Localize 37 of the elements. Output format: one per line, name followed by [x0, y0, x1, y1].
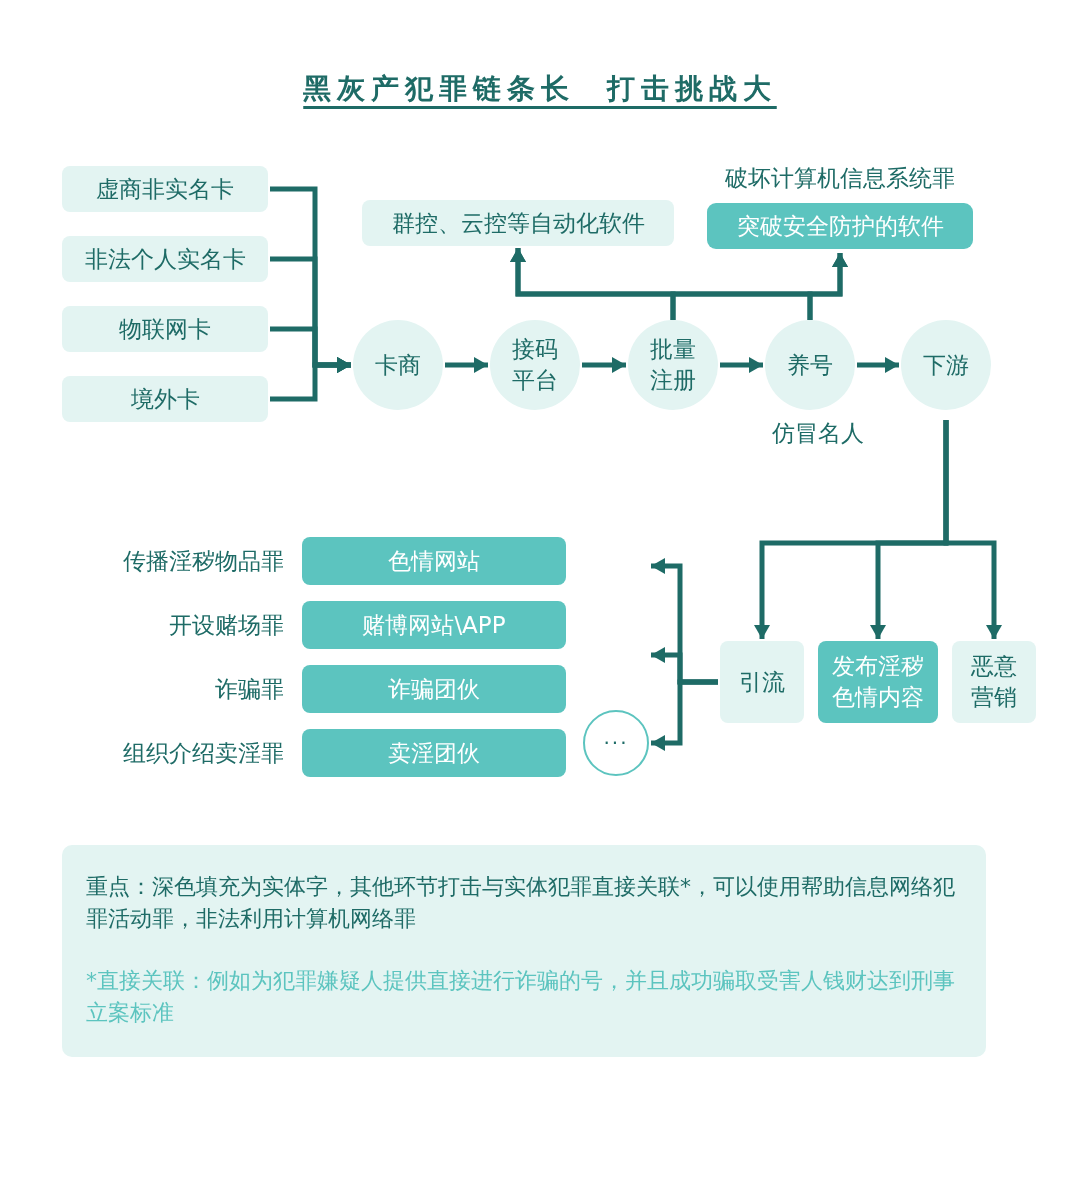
arrow	[445, 357, 488, 373]
arrow	[720, 357, 763, 373]
more-circle: ···	[583, 710, 649, 776]
arrow	[943, 420, 1002, 639]
stage-circle: 接码平台	[490, 320, 580, 410]
stage-circle: 养号	[765, 320, 855, 410]
arrow	[857, 357, 899, 373]
arrow	[270, 357, 351, 402]
highlight-box: 突破安全防护的软件	[707, 203, 973, 249]
highlight-box: 诈骗团伙	[302, 665, 566, 713]
highlight-box: 赌博网站\APP	[302, 601, 566, 649]
crime-label: 组织介绍卖淫罪	[122, 738, 284, 768]
arrow	[651, 679, 718, 751]
stage-circle: 批量注册	[628, 320, 718, 410]
footnote-text: *直接关联：例如为犯罪嫌疑人提供直接进行诈骗的号，并且成功骗取受害人钱财达到刑事立案标准	[86, 967, 956, 1027]
note-panel	[62, 845, 986, 1057]
highlight-box: 色情网站	[302, 537, 566, 585]
label-box: 引流	[720, 641, 804, 723]
label-box: 境外卡	[62, 376, 268, 422]
title: 黑灰产犯罪链条长 打击挑战大	[302, 71, 778, 107]
stage-circle: 下游	[901, 320, 991, 410]
arrow	[807, 253, 848, 320]
note-text: 重点：深色填充为实体字，其他环节打击与实体犯罪直接关联*，可以使用帮助信息网络犯罪活动罪，非法利用计算机网络罪	[86, 873, 956, 933]
crime-label: 诈骗罪	[214, 674, 284, 704]
highlight-box: 卖淫团伙	[302, 729, 566, 777]
label-box: 虚商非实名卡	[62, 166, 268, 212]
stage-circle: 卡商	[353, 320, 443, 410]
highlight-box: 发布淫秽色情内容	[818, 641, 938, 723]
label-box: 非法个人实名卡	[62, 236, 268, 282]
crime-label: 传播淫秽物品罪	[122, 546, 284, 576]
heading: 破坏计算机信息系统罪	[724, 164, 956, 193]
crime-label: 仿冒名人	[771, 419, 865, 448]
crime-label: 开设赌场罪	[168, 610, 284, 640]
label-box: 物联网卡	[62, 306, 268, 352]
arrow	[582, 357, 626, 373]
label-box: 群控、云控等自动化软件	[362, 200, 674, 246]
label-box: 恶意营销	[952, 641, 1036, 723]
